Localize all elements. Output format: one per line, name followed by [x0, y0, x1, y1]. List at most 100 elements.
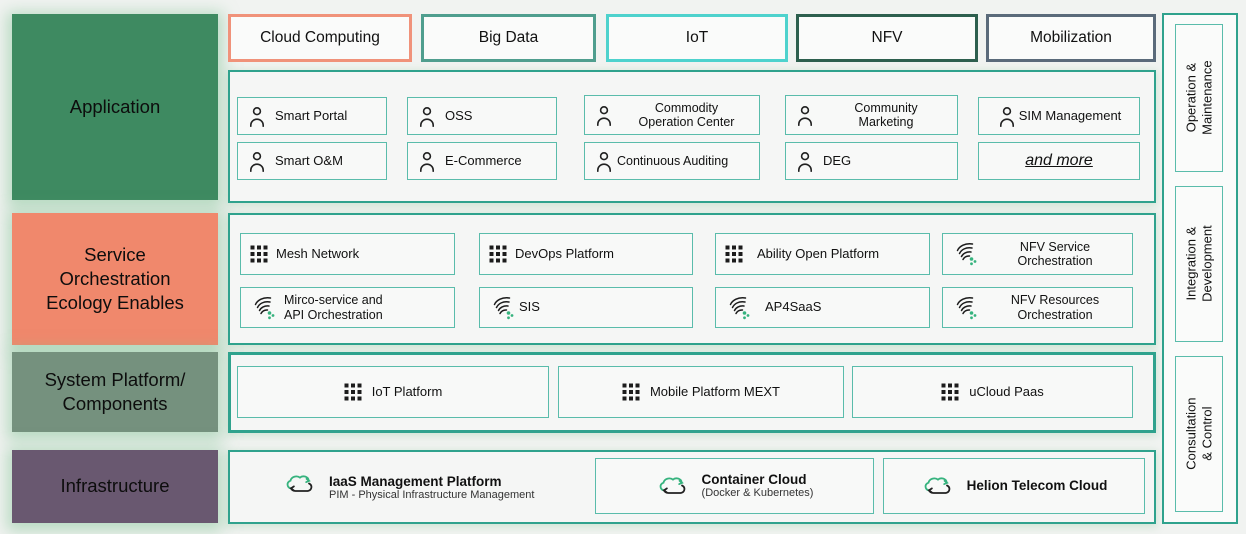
- cloud-item-inner: Helion Telecom Cloud: [921, 474, 1108, 499]
- item-label: E-Commerce: [445, 152, 522, 168]
- layer-label-text: Infrastructure: [60, 475, 170, 497]
- service-item-mesh-network: Mesh Network: [240, 233, 455, 275]
- item-label: Smart Portal: [275, 107, 348, 123]
- service-item-devops-platform: DevOps Platform: [479, 233, 693, 275]
- item-label: Mesh Network: [276, 245, 360, 261]
- orchestration-icon: [716, 295, 751, 321]
- item-label: Community Marketing: [854, 100, 918, 129]
- tab-label: NFV: [871, 29, 903, 46]
- item-label: DevOps Platform: [515, 245, 614, 261]
- app-item-smart-portal: Smart Portal: [237, 97, 387, 135]
- tab-nfv: NFV: [796, 14, 978, 62]
- service-item-ability-open-platform: Ability Open Platform: [715, 233, 930, 275]
- app-item-continuous-auditing: Continuous Auditing: [584, 142, 760, 180]
- layer-label-service: Service Orchestration Ecology Enables: [12, 213, 218, 345]
- item-label: NFV Resources Orchestration: [1010, 293, 1100, 322]
- layer-label-infrastructure: Infrastructure: [12, 450, 218, 523]
- system-item-ucloud-paas: uCloud Paas: [852, 366, 1133, 418]
- app-item-and-more: and more: [978, 142, 1140, 180]
- item-label: SIS: [519, 299, 540, 315]
- service-item-microservice-api-orchestration: Mirco-service and API Orchestration: [240, 287, 455, 328]
- item-title: Container Cloud: [701, 471, 807, 487]
- layer-label-system: System Platform/ Components: [12, 352, 218, 432]
- infra-item-helion-telecom-cloud: Helion Telecom Cloud: [883, 458, 1145, 514]
- tab-cloud-computing: Cloud Computing: [228, 14, 412, 62]
- side-panel-operation-maintenance: Operation & Maintenance: [1175, 24, 1223, 172]
- grid-icon: [716, 245, 743, 263]
- item-title: Helion Telecom Cloud: [966, 478, 1108, 494]
- cloud-sync-icon: [656, 474, 690, 499]
- person-icon: [238, 151, 267, 172]
- application-container: [228, 70, 1156, 203]
- grid-icon: [941, 383, 959, 401]
- service-item-ap4saas: AP4SaaS: [715, 287, 930, 328]
- item-subtitle: (Docker & Kubernetes): [701, 487, 814, 500]
- service-item-nfv-resources-orchestration: NFV Resources Orchestration: [942, 287, 1133, 328]
- service-item-nfv-service-orchestration: NFV Service Orchestration: [942, 233, 1133, 275]
- app-item-ecommerce: E-Commerce: [407, 142, 557, 180]
- app-item-smart-om: Smart O&M: [237, 142, 387, 180]
- app-item-commodity-operation-center: Commodity Operation Center: [584, 95, 760, 135]
- side-panel-consultation-control: Consultation & Control: [1175, 356, 1223, 512]
- cloud-item-text: Helion Telecom Cloud: [967, 478, 1108, 494]
- cloud-item-inner: Container Cloud (Docker & Kubernetes): [656, 472, 814, 500]
- orchestration-icon: [480, 295, 515, 321]
- side-panel-label: Consultation & Control: [1183, 397, 1214, 471]
- item-label: Commodity Operation Center: [638, 100, 735, 129]
- person-icon: [408, 151, 437, 172]
- item-label: NFV Service Orchestration: [1017, 239, 1093, 268]
- infra-item-container-cloud: Container Cloud (Docker & Kubernetes): [595, 458, 874, 514]
- tab-label: Big Data: [478, 29, 539, 46]
- item-label: and more: [1025, 151, 1093, 169]
- tab-big-data: Big Data: [421, 14, 596, 62]
- item-label: Mobile Platform MEXT: [649, 383, 781, 399]
- side-panel-label: Integration & Development: [1183, 225, 1215, 303]
- infra-item-iaas-management: IaaS Management Platform PIM - Physical …: [283, 462, 534, 512]
- grid-icon: [480, 245, 507, 263]
- cloud-sync-icon: [283, 472, 317, 502]
- item-label: Mirco-service and API Orchestration: [284, 293, 383, 322]
- item-subtitle: PIM - Physical Infrastructure Management: [329, 488, 535, 501]
- service-item-sis: SIS: [479, 287, 693, 328]
- tab-mobilization: Mobilization: [986, 14, 1156, 62]
- item-label: Continuous Auditing: [617, 153, 729, 168]
- orchestration-icon: [943, 295, 978, 321]
- orchestration-icon: [241, 295, 276, 321]
- item-label: uCloud Paas: [969, 383, 1044, 399]
- layer-label-text: System Platform/ Components: [44, 368, 186, 414]
- person-icon: [786, 151, 815, 172]
- app-item-deg: DEG: [785, 142, 958, 180]
- system-item-mobile-platform-mext: Mobile Platform MEXT: [558, 366, 844, 418]
- item-label: AP4SaaS: [765, 299, 822, 315]
- app-item-oss: OSS: [407, 97, 557, 135]
- layer-label-application: Application: [12, 14, 218, 200]
- system-item-iot-platform: IoT Platform: [237, 366, 549, 418]
- person-icon: [585, 151, 614, 172]
- grid-icon: [241, 245, 268, 263]
- cloud-item-text: IaaS Management Platform PIM - Physical …: [329, 474, 534, 501]
- person-icon: [238, 106, 267, 127]
- side-panel-integration-development: Integration & Development: [1175, 186, 1223, 342]
- item-label: Ability Open Platform: [757, 245, 880, 261]
- cloud-item-text: Container Cloud (Docker & Kubernetes): [702, 472, 814, 500]
- tab-iot: IoT: [606, 14, 788, 62]
- layer-label-text: Service Orchestration Ecology Enables: [46, 243, 184, 314]
- item-label: IoT Platform: [371, 383, 443, 399]
- item-label: OSS: [445, 107, 473, 123]
- grid-icon: [344, 383, 362, 401]
- tab-label: Mobilization: [1030, 29, 1112, 46]
- person-icon: [997, 106, 1017, 127]
- tab-label: Cloud Computing: [260, 29, 380, 46]
- item-label: DEG: [823, 152, 852, 168]
- app-item-community-marketing: Community Marketing: [785, 95, 958, 135]
- app-item-sim-management: SIM Management: [978, 97, 1140, 135]
- side-panel-label: Operation & Maintenance: [1183, 60, 1215, 136]
- orchestration-icon: [943, 241, 978, 267]
- item-label: SIM Management: [1018, 107, 1122, 123]
- tab-label: IoT: [685, 29, 709, 46]
- grid-icon: [622, 383, 640, 401]
- item-label: Smart O&M: [275, 152, 343, 168]
- layer-label-text: Application: [69, 95, 161, 117]
- cloud-sync-icon: [921, 474, 955, 499]
